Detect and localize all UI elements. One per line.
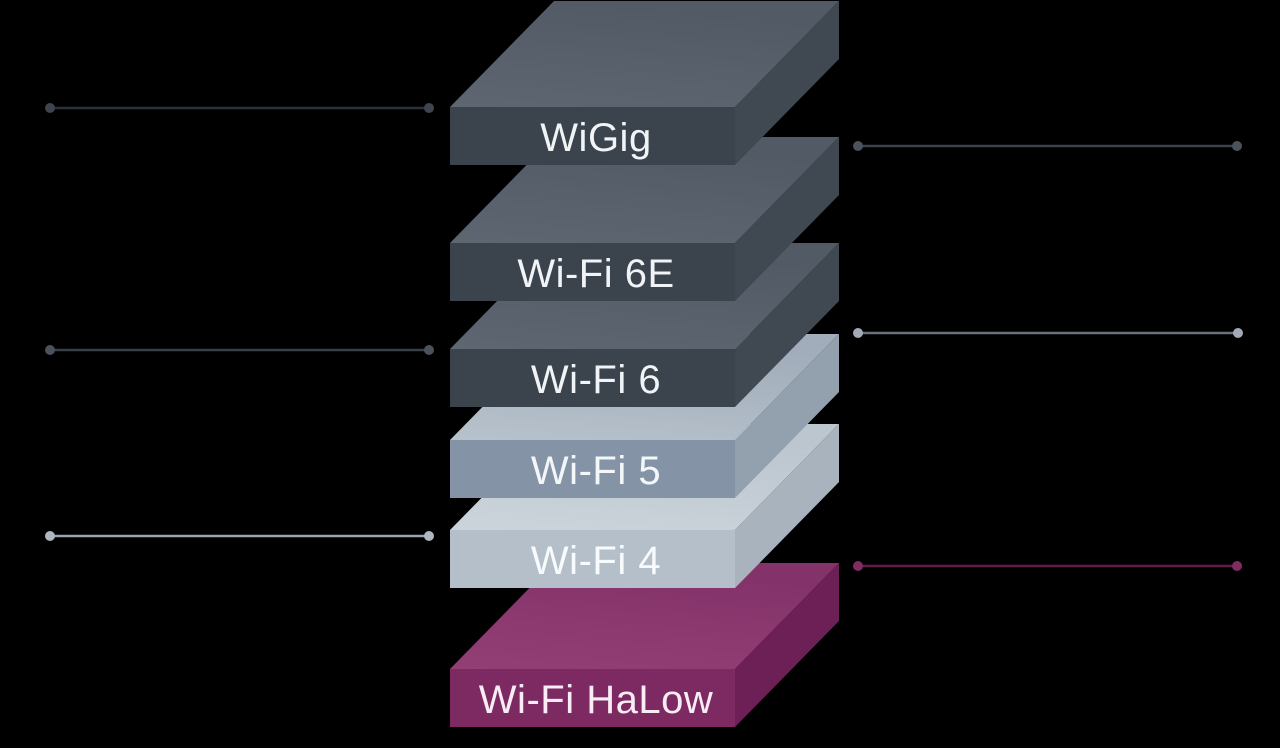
callout-left-3-dot-start bbox=[45, 531, 55, 541]
slab-wifi-4-front-face bbox=[450, 530, 735, 588]
slab-label-wifi-6e: Wi-Fi 6E bbox=[517, 252, 674, 296]
callout-left-3 bbox=[45, 531, 434, 541]
slab-wifi-6-front-face bbox=[450, 349, 735, 407]
callout-right-2-dot-start bbox=[853, 328, 863, 338]
callout-right-1-dot-end bbox=[1232, 141, 1242, 151]
slab-wifi-6-side-face bbox=[735, 243, 839, 407]
slab-label-wifi-6: Wi-Fi 6 bbox=[531, 358, 661, 402]
callout-right-1-dot-start bbox=[853, 141, 863, 151]
slab-wifi-halow: Wi-Fi HaLow bbox=[450, 563, 839, 727]
slabs-layer: Wi-Fi HaLow Wi-Fi 4 Wi-Fi 5 Wi-Fi 6 Wi-Fi 6E… bbox=[450, 1, 839, 727]
slab-wifi-halow-side-face bbox=[735, 563, 839, 727]
slab-wigig-front-face bbox=[450, 107, 735, 165]
slab-wigig: WiGig bbox=[450, 1, 839, 165]
slab-label-wifi-4: Wi-Fi 4 bbox=[531, 539, 661, 583]
slab-wigig-top-face bbox=[450, 1, 839, 107]
slab-label-wifi-halow: Wi-Fi HaLow bbox=[479, 678, 713, 722]
slab-wifi-halow-top-face bbox=[450, 563, 839, 669]
slab-wifi-4-side-face bbox=[735, 424, 839, 588]
slab-wifi-5-front-face bbox=[450, 440, 735, 498]
slab-wigig-side-face bbox=[735, 1, 839, 165]
callout-left-1-dot-end bbox=[424, 103, 434, 113]
slab-wifi-6e-front-face bbox=[450, 243, 735, 301]
callout-right-3-dot-end bbox=[1232, 561, 1242, 571]
callout-left-2-dot-start bbox=[45, 345, 55, 355]
slab-label-wigig: WiGig bbox=[540, 116, 651, 160]
slab-label-wifi-5: Wi-Fi 5 bbox=[531, 449, 661, 493]
slab-wifi-6e-side-face bbox=[735, 137, 839, 301]
callout-left-1 bbox=[45, 103, 434, 113]
slab-wifi-5-side-face bbox=[735, 334, 839, 498]
callout-right-1 bbox=[853, 141, 1242, 151]
callout-left-1-dot-start bbox=[45, 103, 55, 113]
callout-right-2-dot-end bbox=[1233, 328, 1243, 338]
callout-right-3 bbox=[853, 561, 1242, 571]
callout-left-2-dot-end bbox=[424, 345, 434, 355]
callout-left-2 bbox=[45, 345, 434, 355]
callout-lines-layer bbox=[45, 103, 1243, 571]
slab-wifi-halow-front-face bbox=[450, 669, 735, 727]
callout-left-3-dot-end bbox=[424, 531, 434, 541]
callout-right-2 bbox=[853, 328, 1243, 338]
callout-right-3-dot-start bbox=[853, 561, 863, 571]
